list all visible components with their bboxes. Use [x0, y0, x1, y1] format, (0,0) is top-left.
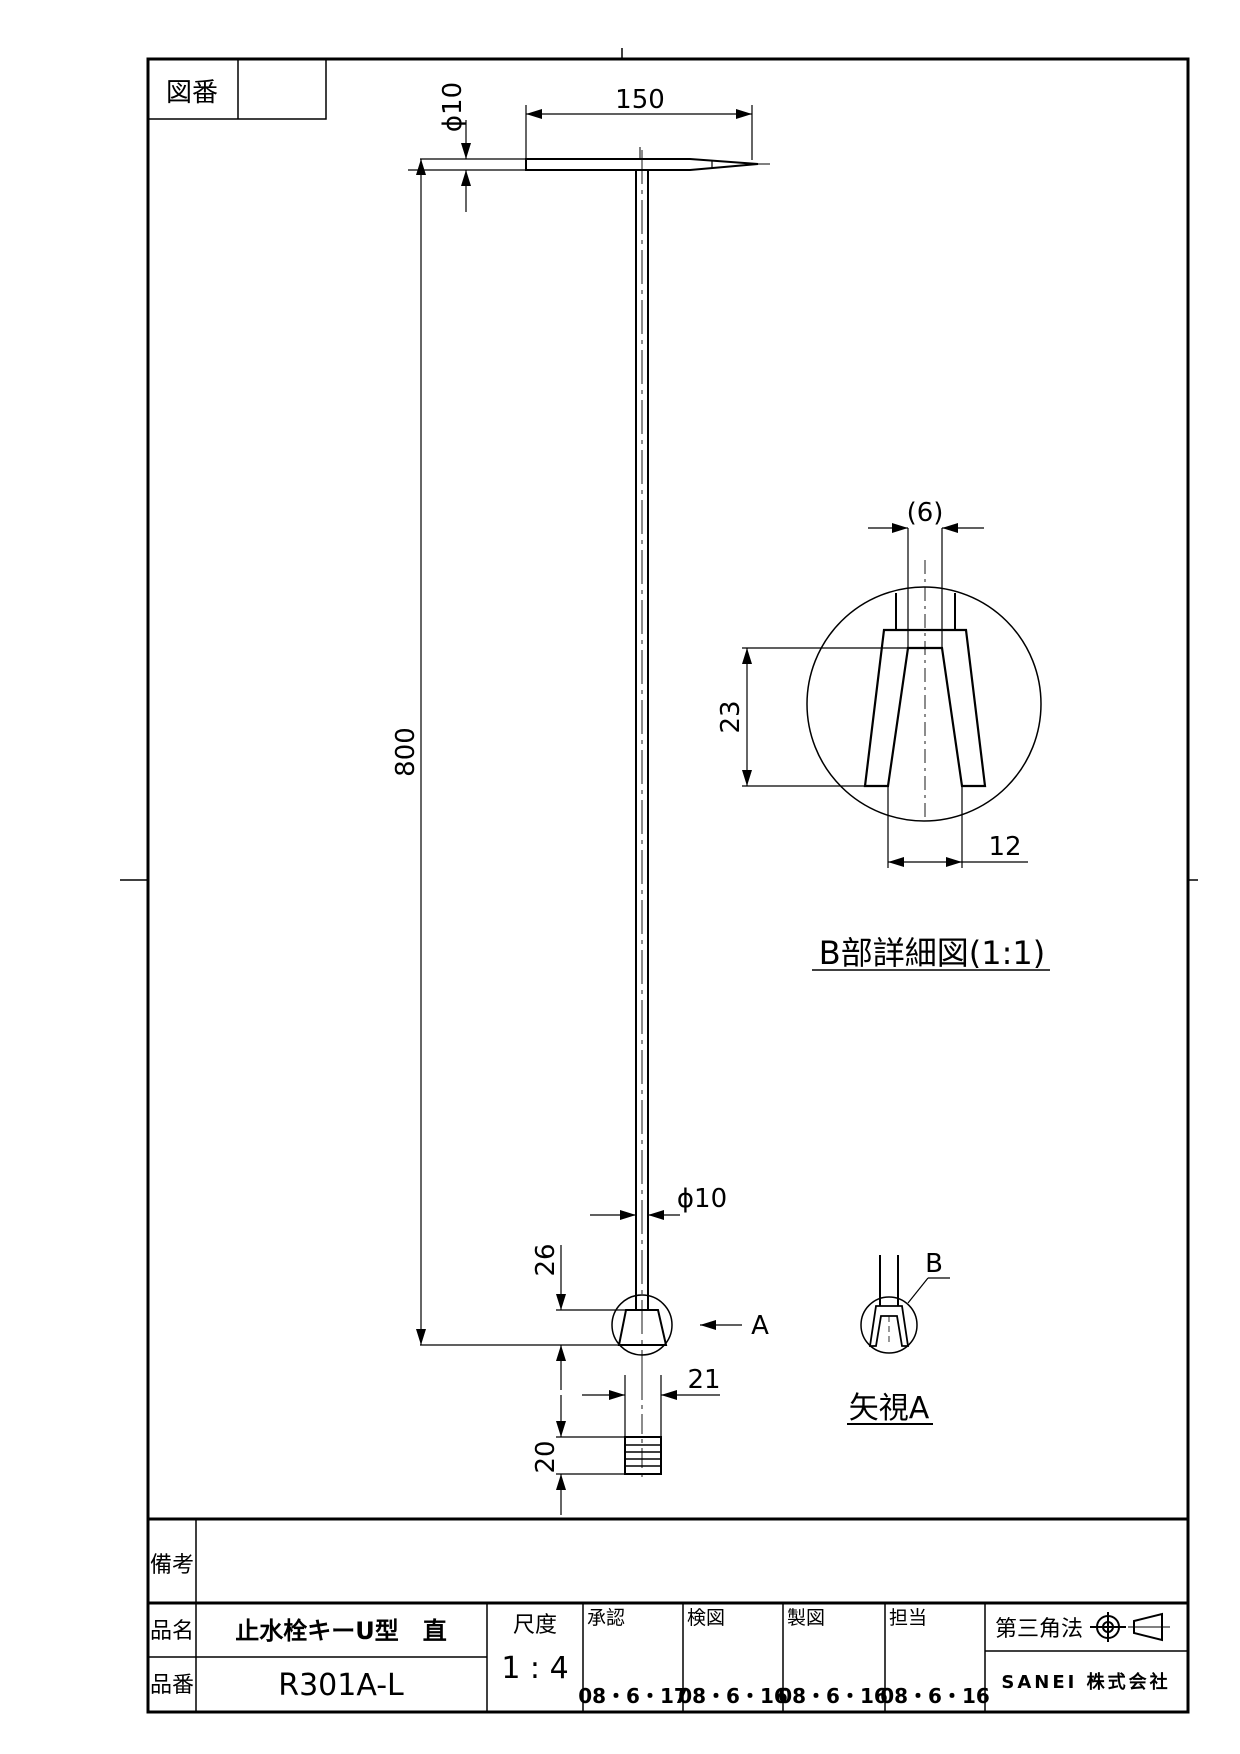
- sheet-border: [146, 57, 1190, 1714]
- part-number-value: R301A-L: [278, 1668, 404, 1703]
- socket-end: [617, 1309, 668, 1346]
- dim-shaft-diameter: ϕ10: [677, 1184, 727, 1214]
- dim-detail-depth: 23: [716, 700, 746, 733]
- dim-detail-width: 12: [988, 832, 1021, 862]
- company-name: SANEI 株式会社: [1001, 1671, 1170, 1693]
- view-arrow-label: A: [751, 1311, 769, 1341]
- scale-value: 1 : 4: [501, 1651, 568, 1686]
- detail-b-circle: [611, 1294, 673, 1356]
- check-date: 08・6・16: [678, 1684, 788, 1708]
- part-number-label: 品番: [150, 1673, 194, 1698]
- dim-detail-gap: (6): [907, 498, 944, 528]
- scale-label: 尺度: [513, 1613, 557, 1638]
- projection-label: 第三角法: [995, 1617, 1083, 1642]
- dim-handle-length: 150: [615, 85, 665, 115]
- draft-date: 08・6・16: [778, 1684, 888, 1708]
- draft-label: 製図: [787, 1607, 825, 1629]
- dim-handle-diameter: ϕ10: [438, 82, 468, 132]
- charge-date: 08・6・16: [880, 1684, 990, 1708]
- detail-b-view: [806, 560, 1042, 822]
- dim-socket-width: 21: [687, 1365, 720, 1395]
- detail-b-dimensions: [742, 523, 1028, 868]
- t-handle-key-main-view: [525, 147, 770, 1480]
- remarks-label: 備考: [150, 1553, 194, 1578]
- detail-b-title: B部詳細図(1:1): [819, 934, 1045, 972]
- dim-side-height: 20: [531, 1440, 561, 1473]
- dim-socket-depth: 26: [531, 1243, 561, 1276]
- detail-b-enlarged-circle: [806, 586, 1042, 822]
- crossbar: [525, 158, 759, 171]
- part-name-label: 品名: [150, 1619, 194, 1644]
- drawing-number-box: 図番: [147, 58, 327, 120]
- main-dimensions: [408, 105, 753, 1515]
- title-block: [148, 1517, 1188, 1712]
- view-a: [860, 1255, 950, 1354]
- drawing-number-label: 図番: [166, 78, 218, 108]
- charge-label: 担当: [889, 1607, 927, 1629]
- dim-shaft-length: 800: [391, 727, 421, 777]
- part-name-value: 止水栓キーU型 直: [235, 1617, 447, 1645]
- approval-label: 承認: [587, 1607, 625, 1629]
- approval-date: 08・6・17: [578, 1684, 688, 1708]
- third-angle-projection-icon: [1090, 1612, 1170, 1642]
- socket-side-view: [624, 1436, 662, 1475]
- check-label: 検図: [687, 1607, 725, 1629]
- detail-ref-label: B: [925, 1249, 943, 1279]
- view-a-title: 矢視A: [849, 1391, 930, 1426]
